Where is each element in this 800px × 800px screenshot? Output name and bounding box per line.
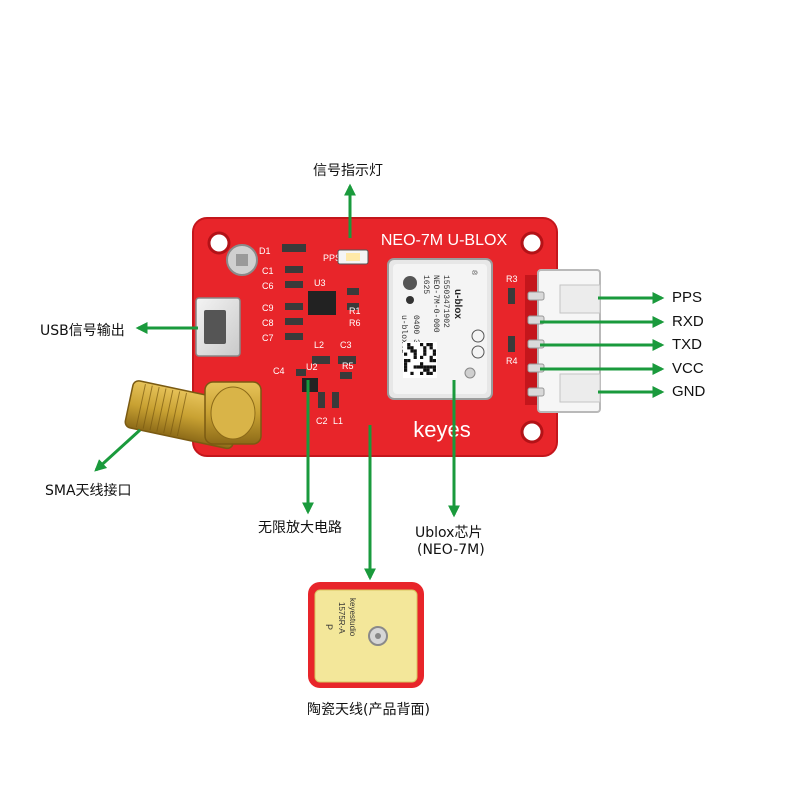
pps-silk: PPS	[323, 253, 341, 263]
silk-c8: C8	[262, 318, 274, 328]
module-dot	[403, 276, 417, 290]
board-title: NEO-7M U-BLOX	[381, 232, 508, 249]
ic-u3	[308, 291, 336, 315]
label-chip: Ublox芯片	[415, 525, 483, 541]
sma-connector	[124, 380, 262, 450]
component-labels: D1 C1 C6 C9 C8 C7 U3 R1 R6 L2 C3 R5 U2 C…	[259, 246, 541, 426]
patch-mark: P	[324, 624, 334, 630]
silk-c6: C6	[262, 281, 274, 291]
label-chip-model: (NEO-7M)	[417, 542, 485, 558]
silk-u3: U3	[314, 278, 326, 288]
module-line-1: 15503471902	[441, 275, 450, 328]
mount-hole	[520, 420, 544, 444]
label-ceramic-antenna: 陶瓷天线(产品背面)	[307, 702, 430, 718]
module-line-4: 0400 30	[411, 315, 420, 349]
silk-c9: C9	[262, 303, 274, 313]
silk-l2: L2	[314, 340, 324, 350]
silk-r6: R6	[349, 318, 361, 328]
silk-c4: C4	[273, 366, 285, 376]
pin-header-connector	[525, 269, 601, 413]
pin-label-pps: PPS	[672, 289, 703, 306]
patch-brand: keyestudio	[348, 598, 357, 637]
pin-label-vcc: VCC	[672, 360, 704, 377]
qr-code	[403, 342, 437, 378]
pin-label-gnd: GND	[672, 383, 706, 400]
pin-label-rxd: RXD	[672, 313, 704, 330]
callout-arrows	[94, 183, 665, 581]
silk-c3: C3	[340, 340, 352, 350]
silk-r3: R3	[506, 274, 518, 284]
mount-hole	[207, 231, 231, 255]
label-lna: 无限放大电路	[258, 520, 342, 536]
pcb-board: NEO-7M U-BLOX keyes PPS	[192, 217, 601, 457]
module-logo: u-blox	[452, 289, 463, 319]
ceramic-patch-antenna: keyestudio 1575R-A P	[308, 582, 424, 688]
micro-usb-port	[195, 297, 241, 357]
svg-text:®: ®	[470, 270, 478, 276]
silk-l1: L1	[333, 416, 343, 426]
label-indicator-led: 信号指示灯	[313, 163, 383, 179]
ic-u2	[302, 378, 318, 392]
silk-c2: C2	[316, 416, 328, 426]
module-line-2: NEO-7M-0-000	[431, 275, 440, 333]
silk-c7: C7	[262, 333, 274, 343]
silk-u2: U2	[306, 362, 318, 372]
smd-parts	[282, 244, 515, 408]
silk-r5: R5	[342, 361, 354, 371]
module-line-3: 1625	[421, 275, 430, 294]
mount-hole	[520, 231, 544, 255]
neo-7m-module: u-blox ® 15503471902 NEO-7M-0-000 1625 0…	[387, 258, 493, 400]
pin-label-txd: TXD	[672, 336, 702, 353]
label-usb-output: USB信号输出	[40, 323, 125, 339]
silk-r4: R4	[506, 356, 518, 366]
silk-d1: D1	[259, 246, 271, 256]
label-sma: SMA天线接口	[45, 483, 132, 499]
module-line-5: u-blox4G	[399, 315, 408, 354]
silk-c1: C1	[262, 266, 274, 276]
silk-r1: R1	[349, 306, 361, 316]
patch-model: 1575R-A	[337, 602, 346, 634]
brand-silk: keyes	[413, 417, 470, 442]
arrow-sma	[94, 428, 142, 472]
